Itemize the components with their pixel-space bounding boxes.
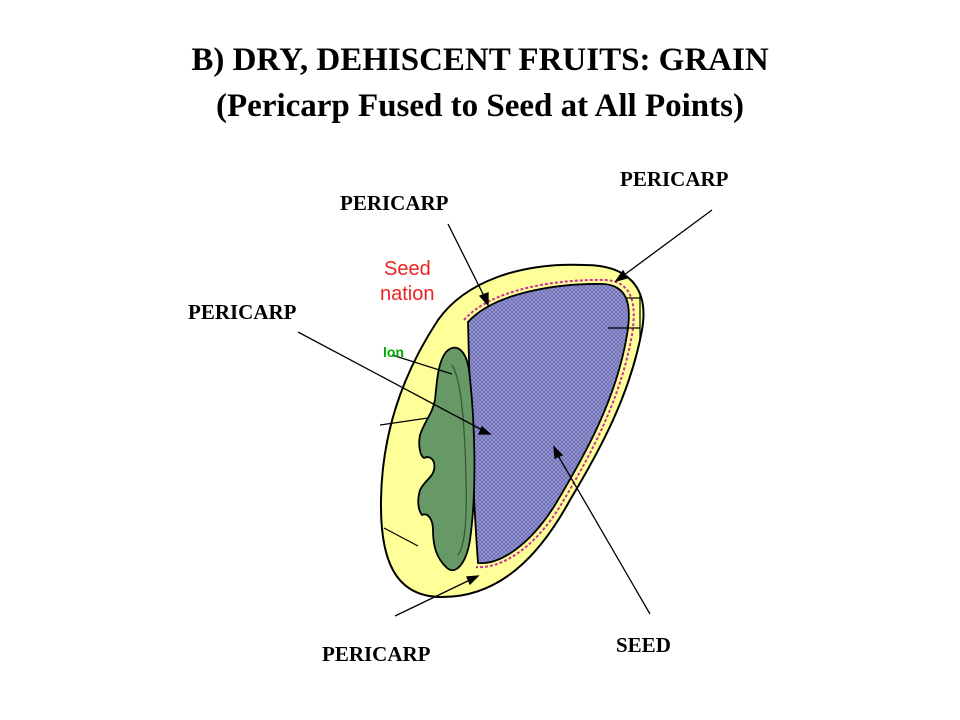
scutellum-outline bbox=[451, 364, 467, 556]
arrow-head-bottom bbox=[466, 575, 480, 586]
embryo bbox=[417, 346, 476, 571]
label-pericarp-bottom: PERICARP bbox=[322, 642, 431, 666]
leader-embryo-lower bbox=[383, 527, 419, 547]
arrow-line-left bbox=[297, 331, 487, 433]
arrow-line-top-center bbox=[447, 223, 487, 301]
seed-coat-line bbox=[463, 278, 635, 569]
arrow-line-top-right bbox=[619, 209, 713, 279]
label-seed: SEED bbox=[616, 633, 671, 657]
label-pericarp-top-center: PERICARP bbox=[340, 191, 449, 215]
fragment-nation: nation bbox=[380, 283, 435, 305]
fragment-seed: Seed bbox=[384, 258, 431, 280]
arrow-head-left bbox=[478, 425, 492, 435]
arrow-line-seed bbox=[555, 451, 651, 615]
label-pericarp-top-right: PERICARP bbox=[620, 167, 729, 191]
arrow-head-seed bbox=[553, 445, 564, 459]
title-line-1: B) DRY, DEHISCENT FRUITS: GRAIN bbox=[191, 42, 769, 78]
leader-coleoptile bbox=[391, 354, 453, 375]
leader-embryo-upper bbox=[379, 417, 429, 426]
arrow-head-top-center bbox=[478, 292, 489, 307]
arrow-head-top-right bbox=[614, 269, 628, 283]
label-pericarp-left: PERICARP bbox=[188, 300, 297, 324]
title-line-2: (Pericarp Fused to Seed at All Points) bbox=[216, 88, 744, 124]
arrow-line-bottom bbox=[394, 577, 475, 617]
fragment-lon: lon bbox=[383, 344, 404, 360]
